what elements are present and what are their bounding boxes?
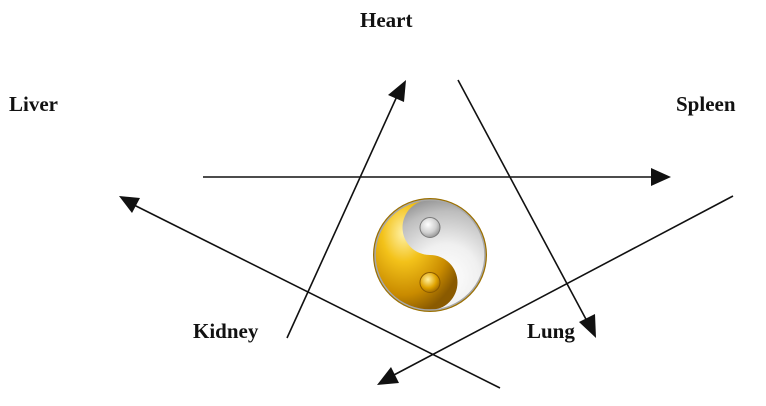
yin-yang-icon — [373, 198, 487, 312]
arrowhead-icon — [388, 80, 406, 102]
arrow-liver-to-spleen — [203, 168, 671, 186]
label-lung: Lung — [527, 319, 575, 343]
label-kidney: Kidney — [193, 319, 259, 343]
arrowhead-icon — [119, 196, 140, 213]
label-liver: Liver — [9, 92, 58, 116]
label-heart: Heart — [360, 8, 413, 32]
arrow-heart-to-lung — [457, 79, 596, 338]
arrowhead-icon — [579, 314, 596, 338]
label-spleen: Spleen — [676, 92, 736, 116]
arrow-spleen-to-kidney — [377, 195, 734, 385]
arrowhead-icon — [651, 168, 671, 186]
arrow-lung-to-liver — [119, 196, 501, 389]
arrowhead-icon — [377, 367, 399, 385]
arrow-kidney-to-heart — [286, 80, 406, 339]
